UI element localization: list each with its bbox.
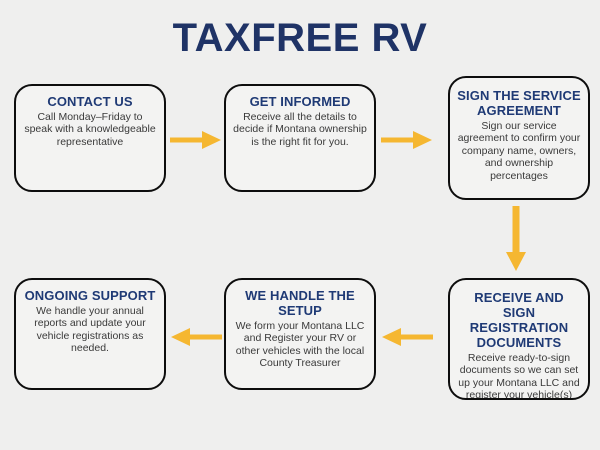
step-heading: CONTACT US — [47, 94, 133, 109]
step-box-contact-us[interactable]: CONTACT US Call Monday–Friday to speak w… — [14, 84, 166, 192]
step-heading: ONGOING SUPPORT — [24, 288, 156, 303]
step-body: We form your Montana LLC and Register yo… — [235, 320, 365, 370]
step-box-receive-sign[interactable]: RECEIVE AND SIGN REGISTRATION DOCUMENTS … — [448, 278, 590, 400]
step-box-ongoing-support[interactable]: ONGOING SUPPORT We handle your annual re… — [14, 278, 166, 390]
step-body: Receive ready-to-sign documents so we ca… — [458, 352, 580, 400]
arrow-left-icon — [381, 325, 433, 349]
step-box-sign-agreement[interactable]: SIGN THE SERVICE AGREEMENT Sign our serv… — [448, 76, 590, 200]
step-heading: SIGN THE SERVICE AGREEMENT — [457, 88, 581, 118]
step-box-get-informed[interactable]: GET INFORMED Receive all the details to … — [224, 84, 376, 192]
step-heading: WE HANDLE THE SETUP — [245, 288, 355, 318]
step-body: Call Monday–Friday to speak with a knowl… — [24, 111, 156, 148]
step-body: We handle your annual reports and update… — [34, 305, 146, 355]
arrow-down-icon — [504, 206, 528, 272]
step-body: Sign our service agreement to confirm yo… — [457, 120, 581, 182]
step-box-we-handle-setup[interactable]: WE HANDLE THE SETUP We form your Montana… — [224, 278, 376, 390]
step-heading: GET INFORMED — [249, 94, 351, 109]
arrow-right-icon — [170, 128, 222, 152]
arrow-right-icon — [381, 128, 433, 152]
step-heading: RECEIVE AND SIGN REGISTRATION DOCUMENTS — [469, 290, 569, 350]
step-body: Receive all the details to decide if Mon… — [233, 111, 367, 148]
arrow-left-icon — [170, 325, 222, 349]
page-title: TAXFREE RV — [172, 16, 428, 60]
